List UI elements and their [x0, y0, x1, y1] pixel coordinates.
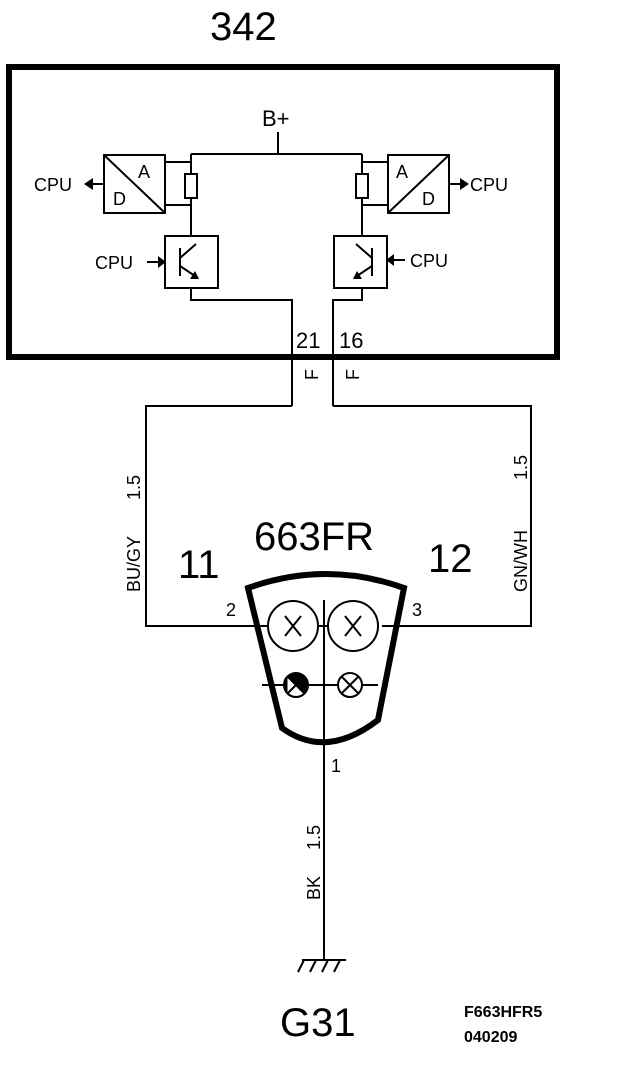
driver-left-collector: [179, 243, 197, 259]
unit-pin-right: 3: [412, 600, 422, 620]
resistor-right: [355, 173, 369, 199]
adc-right-arrow-icon: [460, 178, 469, 190]
unit-left-ref: 11: [178, 543, 220, 587]
led-filled-quarter: [283, 676, 288, 694]
wire-right-size: 1.5: [511, 455, 531, 480]
supply-label: B+: [262, 106, 290, 131]
ground-hatch-3: [321, 959, 329, 973]
unit-housing: [244, 571, 408, 746]
module-id: 342: [210, 5, 277, 49]
driver-right-emitter-arrow-icon: [353, 271, 362, 279]
pin21-wire: [190, 288, 293, 406]
wire-left-size: 1.5: [124, 475, 144, 500]
driver-left: [164, 235, 219, 289]
adc-right-a: A: [396, 162, 408, 182]
ground-hatch-4: [333, 959, 341, 973]
resistor-left: [184, 173, 198, 199]
ground-hatch-1: [297, 959, 305, 973]
module-box: [6, 64, 560, 360]
driver-right-collector: [355, 243, 373, 259]
driver-right-arrow-icon: [386, 254, 394, 266]
adc-left-diagonal: [103, 154, 166, 214]
driver-left-emitter-arrow-icon: [190, 271, 199, 279]
adc-right-diagonal: [387, 154, 450, 214]
adc-left-arrow-icon: [84, 178, 93, 190]
lamp-right-x2: [344, 615, 362, 637]
wire-left-color: BU/GY: [124, 536, 144, 592]
footer-date: 040209: [464, 1029, 517, 1046]
led-filled-x2: [287, 676, 305, 694]
driver-right-cpu: CPU: [410, 251, 448, 271]
ground-id: G31: [280, 1001, 356, 1045]
connector-left-label: F: [302, 369, 322, 380]
driver-right: [333, 235, 388, 289]
wire-right-color: GN/WH: [511, 530, 531, 592]
pin16-wire: [332, 288, 363, 406]
ground-wire-size: 1.5: [304, 825, 324, 850]
unit-pin-left: 2: [226, 600, 236, 620]
driver-left-arrow-icon: [158, 256, 166, 268]
adc-right-d: D: [422, 189, 435, 209]
adc-right-cpu: CPU: [470, 175, 508, 195]
connector-right-label: F: [343, 369, 363, 380]
ground-hatch-2: [309, 959, 317, 973]
adc-left-cpu: CPU: [34, 175, 72, 195]
footer-code: F663HFR5: [464, 1004, 542, 1021]
led-open-x2: [341, 676, 359, 694]
module-pin-left: 21: [296, 328, 320, 353]
unit-right-ref: 12: [428, 537, 473, 581]
adc-left-a: A: [138, 162, 150, 182]
module-pin-right: 16: [339, 328, 363, 353]
unit-id: 663FR: [254, 515, 374, 559]
unit-pin-ground: 1: [331, 756, 341, 776]
wire-left: [145, 405, 292, 627]
adc-left-d: D: [113, 189, 126, 209]
wire-right: [333, 405, 532, 627]
ground-wire-color: BK: [304, 876, 324, 900]
driver-left-cpu: CPU: [95, 253, 133, 273]
lamp-left-x2: [284, 615, 302, 637]
